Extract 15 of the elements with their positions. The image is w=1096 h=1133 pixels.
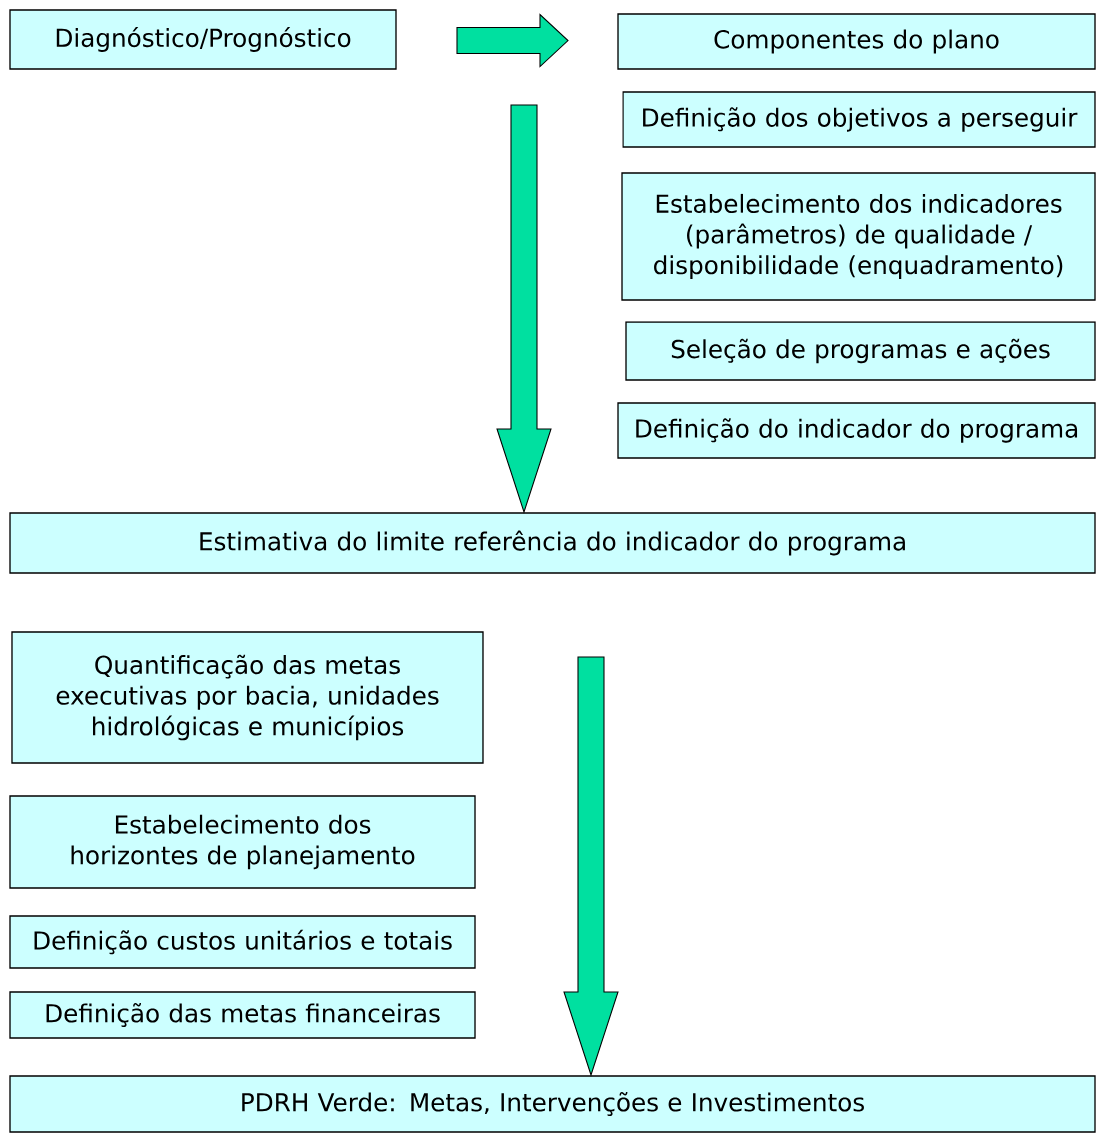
process-box: Definição custos unitários e totais [9, 915, 476, 969]
process-box: PDRH Verde: Metas, Intervenções e Investimentos [9, 1075, 1096, 1133]
process-box: Seleção de programas e ações [625, 321, 1096, 381]
process-box: Estabelecimento dos horizontes de planejamento [9, 795, 476, 889]
process-box: Diagnóstico/Prognóstico [9, 9, 397, 70]
process-box: Definição do indicador do programa [617, 402, 1096, 459]
block-arrow [496, 104, 552, 514]
process-box: Estimativa do limite referência do indicador do programa [9, 512, 1096, 574]
process-box: Componentes do plano [617, 13, 1096, 70]
process-box: Definição dos objetivos a perseguir [622, 91, 1096, 148]
block-arrow [456, 13, 569, 68]
block-arrow [563, 656, 619, 1077]
process-box: Estabelecimento dos indicadores (parâmetros) de qualidade / disponibilidade (enquadramento) [621, 172, 1096, 301]
process-box: Quantificação das metas executivas por bacia, unidades hidrológicas e municípios [11, 631, 484, 764]
process-box: Definição das metas financeiras [9, 991, 476, 1039]
